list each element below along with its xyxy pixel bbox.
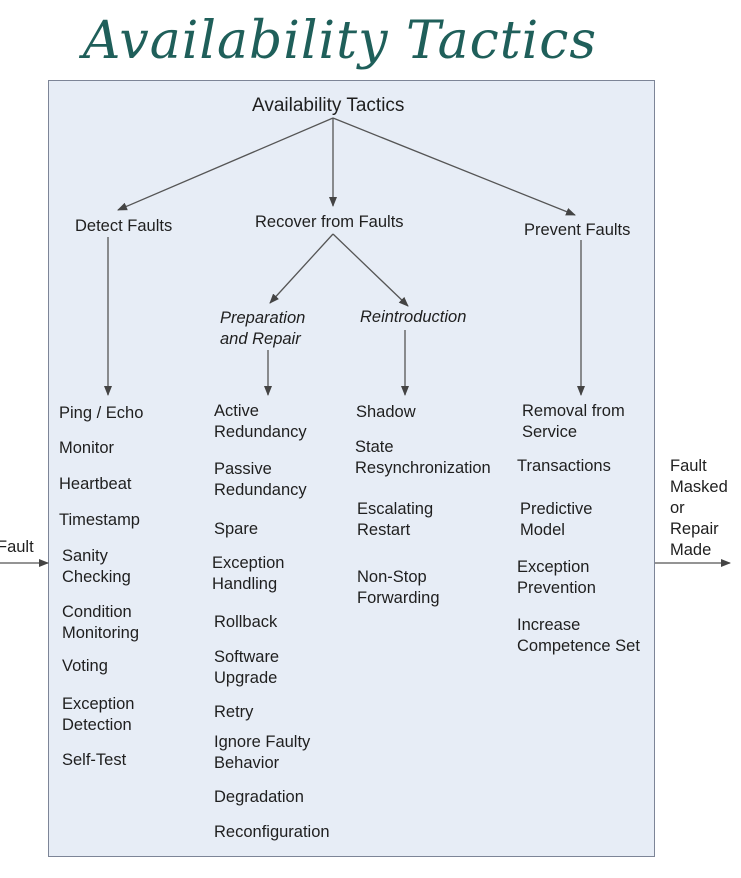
arrow-recover-reintroduction [332, 233, 409, 307]
diagram-frame [48, 80, 655, 857]
tactic-condition-monitoring: Condition Monitoring [62, 603, 140, 642]
tactic-timestamp: Timestamp [59, 511, 140, 529]
category-prevent-faults: Prevent Faults [524, 221, 631, 239]
heading-title: Availability Tactics [79, 11, 597, 71]
tactic-exception-detection: Exception Detection [62, 695, 135, 734]
tactic-exception-prevention: Exception Prevention [517, 558, 596, 597]
tactic-active-redundancy: Active Redundancy [214, 402, 307, 441]
arrow-recover-preparation [269, 233, 334, 304]
tactic-reconfiguration: Reconfiguration [214, 823, 330, 841]
tactic-removal-from-service: Removal from Service [522, 402, 625, 441]
tactic-state-resynchronization: State Resynchronization [355, 438, 491, 477]
tactic-software-upgrade: Software Upgrade [214, 648, 280, 687]
tactic-ping-echo: Ping / Echo [59, 404, 144, 422]
tactic-passive-redundancy: Passive Redundancy [214, 460, 307, 499]
tactic-heartbeat: Heartbeat [59, 475, 132, 493]
category-recover-from-faults: Recover from Faults [255, 213, 404, 231]
tactic-escalating-restart: Escalating Restart [357, 500, 434, 539]
tactic-ignore-faulty-behavior: Ignore Faulty Behavior [214, 733, 311, 772]
tactic-transactions: Transactions [517, 457, 611, 475]
subcategory-preparation-and-repair: Preparation and Repair [220, 309, 306, 348]
tactic-sanity-checking: Sanity Checking [62, 547, 131, 586]
tactic-shadow: Shadow [356, 403, 416, 421]
tactic-exception-handling: Exception Handling [212, 554, 285, 593]
root-node: Availability Tactics [252, 95, 405, 116]
tactic-spare: Spare [214, 520, 259, 538]
tactic-rollback: Rollback [214, 613, 278, 631]
input-label-fault: Fault [0, 538, 34, 556]
arrow-root-prevent [332, 117, 576, 216]
tactic-predictive-model: Predictive Model [520, 500, 593, 539]
subcategory-reintroduction: Reintroduction [360, 308, 467, 326]
tactic-self-test: Self-Test [62, 751, 127, 769]
arrow-root-detect [117, 117, 334, 211]
tactic-voting: Voting [62, 657, 108, 675]
tactic-degradation: Degradation [214, 788, 304, 806]
tactic-monitor: Monitor [59, 439, 115, 457]
svg-text:Availability Tactics: Availability Tactics [79, 11, 597, 71]
output-label: Fault Masked or Repair Made [670, 457, 728, 559]
tactic-non-stop-forwarding: Non-Stop Forwarding [357, 568, 440, 607]
tactic-retry: Retry [214, 703, 254, 721]
category-detect-faults: Detect Faults [75, 217, 173, 235]
tactic-increase-competence-set: Increase Competence Set [517, 616, 640, 655]
